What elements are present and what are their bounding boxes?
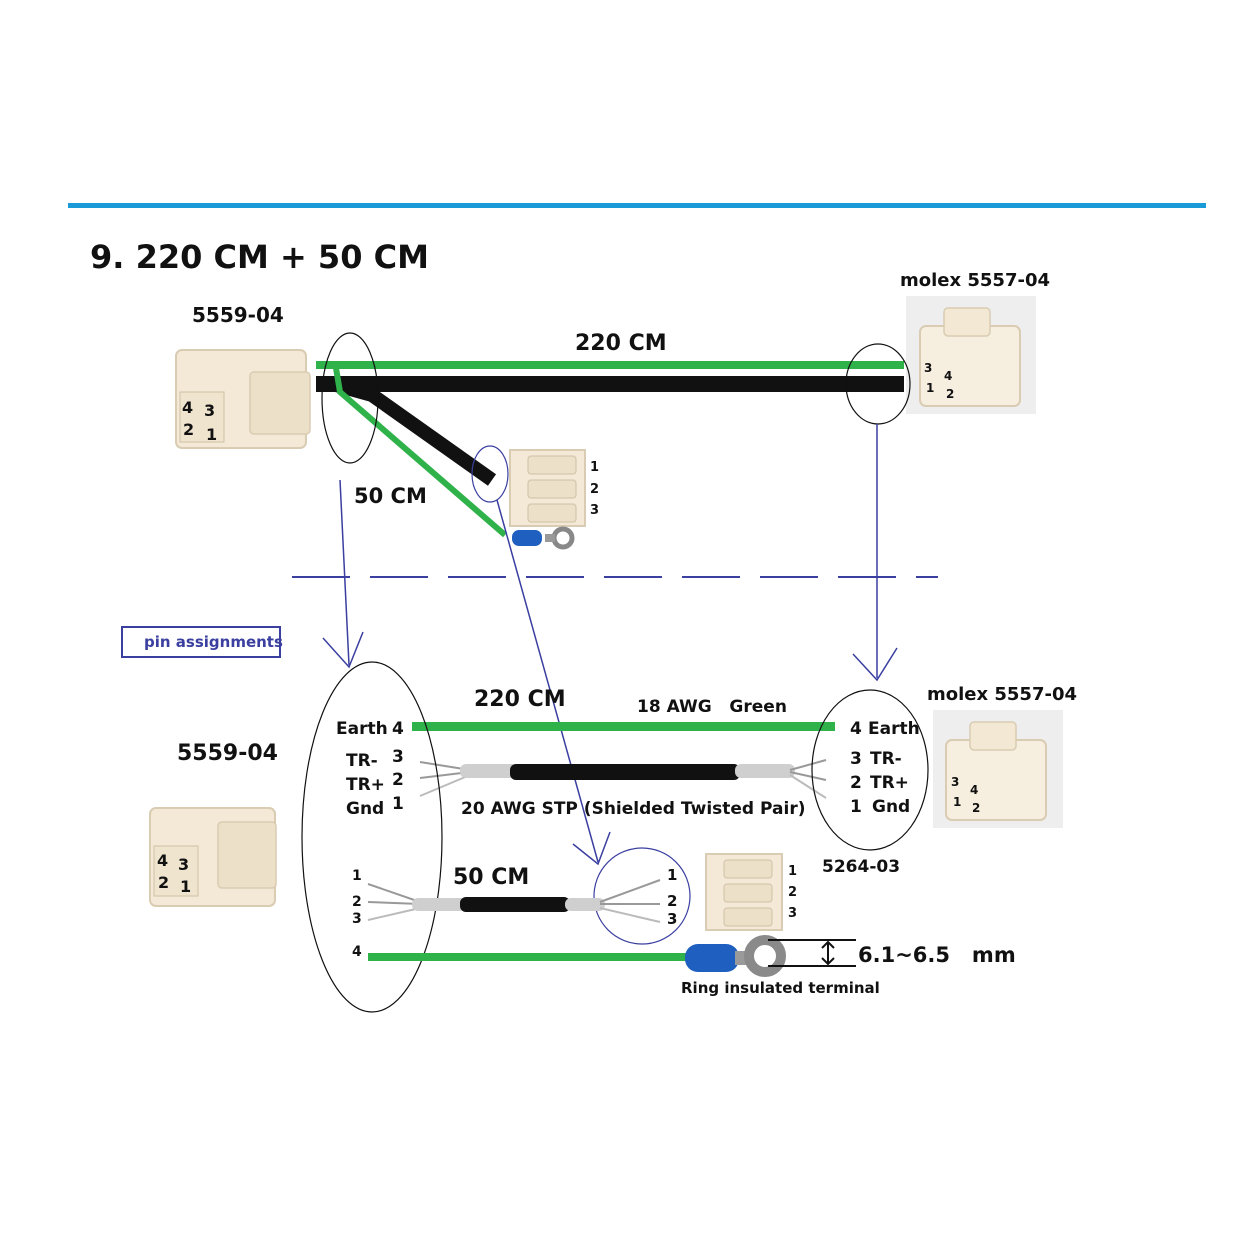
bottom-left-pin-3: 3 [178,855,189,874]
arrow-left-down [339,479,350,666]
left-signal-trplus: TR+ [346,775,385,795]
left-signal-earth-pin: 4 [392,719,404,739]
left-signal-earth: Earth [336,719,388,739]
top-left-connector-label: 5559-04 [192,303,284,327]
top-right-ellipse [845,343,911,425]
right-signal-trplus: TR+ [870,773,909,793]
left-signal-trminus-pin: 3 [392,747,404,767]
top-small-pin-3: 3 [590,503,599,518]
bottom-small-pin-1: 1 [788,864,797,879]
top-ring-terminal [512,526,575,550]
bottom-right-connector: 3 4 1 2 [933,710,1063,828]
top-black-wire [316,376,904,392]
bottom-right-ellipse [811,689,929,851]
short-right-pin-2: 2 [667,892,677,910]
right-signal-trplus-pin: 2 [850,773,862,793]
top-right-pin-1: 1 [926,381,934,395]
bottom-short-ellipse [593,847,691,945]
short-right-pin-1: 1 [667,866,677,884]
bottom-small-connector: 1 2 3 [705,853,797,931]
top-right-pin-3: 3 [924,361,932,375]
right-signal-trminus-pin: 3 [850,749,862,769]
bottom-right-connector-label: molex 5557-04 [927,684,1077,705]
left-signal-trminus: TR- [346,751,378,771]
arrow-middle-head [572,831,611,866]
bottom-left-pin-2: 2 [158,873,169,892]
top-branch-green-wire [333,367,507,538]
bottom-left-pin-1: 1 [180,877,191,896]
right-signal-gnd-pin: 1 [850,797,862,817]
top-green-wire [316,361,904,369]
top-small-connector: 1 2 3 [509,449,599,527]
header-rule [68,203,1206,208]
left-signal-gnd-pin: 1 [392,794,404,814]
top-left-pin-4: 4 [182,398,193,417]
bottom-left-connector-label: 5559-04 [177,741,278,766]
bottom-short-cable-label: 50 CM [453,865,529,890]
left-signal-gnd: Gnd [346,799,384,819]
short-left-pin-4: 4 [352,944,362,960]
small-connector-label: 5264-03 [822,857,900,877]
page-title: 9. 220 CM + 50 CM [90,238,429,276]
arrow-right-head [852,647,898,682]
top-small-pin-1: 1 [590,460,599,475]
top-left-connector: 4 3 2 1 [175,349,311,449]
short-left-pin-2: 2 [352,894,362,910]
top-right-pin-4: 4 [944,369,952,383]
bottom-long-cable-label: 220 CM [474,687,566,712]
bottom-small-pin-2: 2 [788,885,797,900]
short-left-pin-1: 1 [352,868,362,884]
top-left-pin-1: 1 [206,425,217,444]
top-left-pin-2: 2 [183,420,194,439]
arrow-left-head [322,631,364,669]
top-long-cable-label: 220 CM [575,331,667,356]
right-signal-trminus: TR- [870,749,902,769]
short-right-pin-3: 3 [667,910,677,928]
green-wire-label: 18 AWG Green [637,697,787,717]
top-short-cable-label: 50 CM [354,484,427,508]
bottom-left-ellipse [301,661,443,1013]
top-left-ellipse [321,332,379,464]
stp-cable-short [367,879,661,923]
bottom-green-wire [412,722,835,731]
arrow-middle-down [496,499,599,863]
ring-dimension-label: 6.1~6.5 mm [858,943,1016,967]
bottom-right-pin-1: 1 [953,795,961,809]
bottom-right-pin-4: 4 [970,783,978,797]
bottom-earth-wire [368,953,690,961]
bottom-right-pin-2: 2 [972,801,980,815]
short-left-pin-3: 3 [352,911,362,927]
bottom-ring-terminal [685,935,786,977]
ring-terminal-label: Ring insulated terminal [681,979,880,997]
top-branch-ellipse [471,445,509,503]
top-right-connector-label: molex 5557-04 [900,270,1050,291]
pin-assignments-label: pin assignments [144,633,283,651]
stp-label: 20 AWG STP (Shielded Twisted Pair) [461,799,805,819]
bottom-right-pin-3: 3 [951,775,959,789]
bottom-left-connector: 4 3 2 1 [149,807,277,907]
left-signal-trplus-pin: 2 [392,770,404,790]
top-right-connector: 3 4 1 2 [906,296,1036,414]
bottom-left-pin-4: 4 [157,851,168,870]
right-signal-earth: Earth [868,719,920,739]
top-small-pin-2: 2 [590,482,599,497]
top-left-pin-3: 3 [204,401,215,420]
top-right-pin-2: 2 [946,387,954,401]
stp-cable-long [419,759,827,799]
right-signal-earth-pin: 4 [850,719,862,739]
pin-assignments-box [121,626,281,658]
right-signal-gnd: Gnd [872,797,910,817]
ring-dimension [768,939,856,967]
bottom-small-pin-3: 3 [788,906,797,921]
top-branch-black-wire [334,378,497,486]
